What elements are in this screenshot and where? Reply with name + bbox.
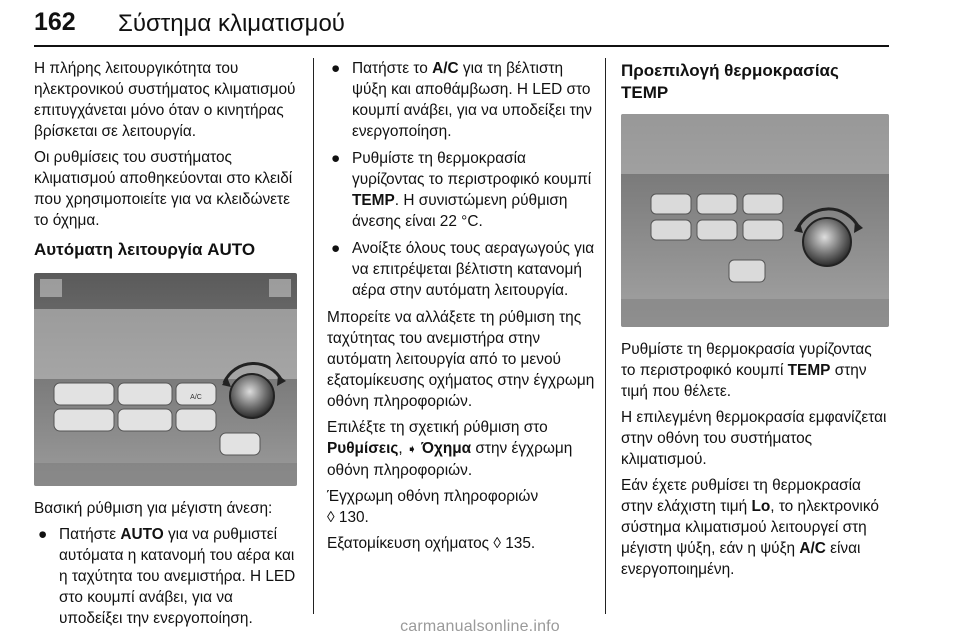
- temp-p1-post: στην τιμή που θέλετε.: [621, 362, 867, 400]
- menu-arrow-icon: ➧: [406, 442, 417, 456]
- select-sep: ,: [398, 440, 407, 457]
- bullet-dot: ●: [331, 150, 341, 167]
- watermark: carmanualsonline.info: [400, 618, 560, 635]
- select-post: στην έγχρωμη οθόνη πληροφοριών.: [327, 440, 573, 479]
- temp-p1-pre: Ρυθμίστε τη θερμοκρασία γυρίζοντας το πε…: [621, 341, 872, 379]
- ref-info-display-page: ◊ 130.: [327, 509, 369, 526]
- page-header: 162 Σύστημα κλιματισμού: [34, 8, 889, 48]
- temp-paragraph-3: Εάν έχετε ρυθμίσει τη θερμοκρασία στην ε…: [621, 475, 889, 580]
- intro-paragraph-2: Οι ρυθμίσεις του συστήματος κλιματισμού …: [34, 149, 293, 229]
- bullet-vents: ● Ανοίξτε όλους τους αεραγωγούς για να ε…: [327, 238, 597, 301]
- ac-button-label: A/C: [190, 394, 202, 401]
- bullet-ac-key: A/C: [432, 60, 459, 77]
- bullet-auto-pre: Πατήστε: [59, 526, 121, 543]
- column-3: Προεπιλογή θερμοκρασίας TEMP: [621, 58, 889, 585]
- climate-panel-image-temp: [621, 114, 889, 327]
- fan-speed-paragraph: Μπορείτε να αλλάξετε τη ρύθμιση της ταχύ…: [327, 309, 595, 410]
- bullet-temp: ● Ρυθμίστε τη θερμοκρασία γυρίζοντας το …: [327, 148, 597, 232]
- page-number: 162: [34, 8, 76, 36]
- select-pre: Επιλέξτε τη σχετική ρύθμιση στο: [327, 419, 548, 436]
- intro-paragraph-1: Η πλήρης λειτουργικότητα του ηλεκτρονικο…: [34, 60, 296, 140]
- ref-personalisation: Εξατομίκευση οχήματος ◊ 135.: [327, 535, 536, 552]
- bullet-dot: ●: [331, 60, 341, 77]
- bullet-auto-post: για να ρυθμιστεί αυτόματα η κατανομή του…: [59, 526, 296, 627]
- temp-p1-key: TEMP: [787, 362, 831, 379]
- temp-p3-mid: , το ηλεκτρονικό σύστημα κλιματισμού λει…: [621, 498, 879, 557]
- bullet-dot: ●: [331, 240, 341, 257]
- heading-auto-mode: Αυτόματη λειτουργία AUTO: [34, 240, 256, 259]
- temp-knob-illustration: [621, 114, 889, 327]
- bullet-ac: ● Πατήστε το A/C για τη βέλτιστη ψύξη κα…: [327, 58, 597, 142]
- basic-setting-text: Βασική ρύθμιση για μέγιστη άνεση:: [34, 500, 273, 517]
- heading-temp-preselection: Προεπιλογή θερμοκρασίας TEMP: [621, 61, 839, 102]
- bullet-dot: ●: [38, 526, 48, 543]
- bullet-temp-post: . Η συνιστώμενη ρύθμιση άνεσης είναι 22 …: [352, 192, 568, 230]
- bullet-auto: ● Πατήστε AUTO για να ρυθμιστεί αυτόματα…: [34, 524, 299, 629]
- bullet-vents-text: Ανοίξτε όλους τους αεραγωγούς για να επι…: [352, 240, 595, 299]
- climate-panel-image-auto: A/C: [34, 273, 297, 486]
- column-1: Η πλήρης λειτουργικότητα του ηλεκτρονικο…: [34, 58, 299, 635]
- bullet-auto-key: AUTO: [120, 526, 164, 543]
- column-divider-1: [313, 58, 314, 614]
- bullet-temp-key: TEMP: [352, 192, 395, 209]
- climate-panel-illustration: A/C: [34, 273, 297, 486]
- bullet-temp-pre: Ρυθμίστε τη θερμοκρασία γυρίζοντας το πε…: [352, 150, 592, 188]
- chapter-title: Σύστημα κλιματισμού: [118, 10, 345, 37]
- column-2: ● Πατήστε το A/C για τη βέλτιστη ψύξη κα…: [327, 58, 597, 559]
- temp-p3-ac: A/C: [799, 540, 826, 557]
- ref-info-display: Έγχρωμη οθόνη πληροφοριών: [327, 488, 539, 505]
- temp-paragraph-2: Η επιλεγμένη θερμοκρασία εμφανίζεται στη…: [621, 409, 887, 468]
- temp-paragraph-1: Ρυθμίστε τη θερμοκρασία γυρίζοντας το πε…: [621, 339, 889, 402]
- temp-p3-lo: Lo: [751, 498, 771, 515]
- column-divider-2: [605, 58, 606, 614]
- temp-p3-pre: Εάν έχετε ρυθμίσει τη θερμοκρασία στην ε…: [621, 477, 861, 515]
- bullet-ac-pre: Πατήστε το: [352, 60, 433, 77]
- bullet-ac-post: για τη βέλτιστη ψύξη και αποθάμβωση. Η L…: [352, 60, 593, 140]
- select-setting-paragraph: Επιλέξτε τη σχετική ρύθμιση στο Ρυθμίσει…: [327, 417, 597, 481]
- settings-menu-label: Ρυθμίσεις: [327, 440, 399, 457]
- header-rule: [34, 45, 889, 47]
- vehicle-menu-label: Όχημα: [416, 440, 472, 457]
- temp-p3-post: είναι ενεργοποιημένη.: [621, 540, 861, 578]
